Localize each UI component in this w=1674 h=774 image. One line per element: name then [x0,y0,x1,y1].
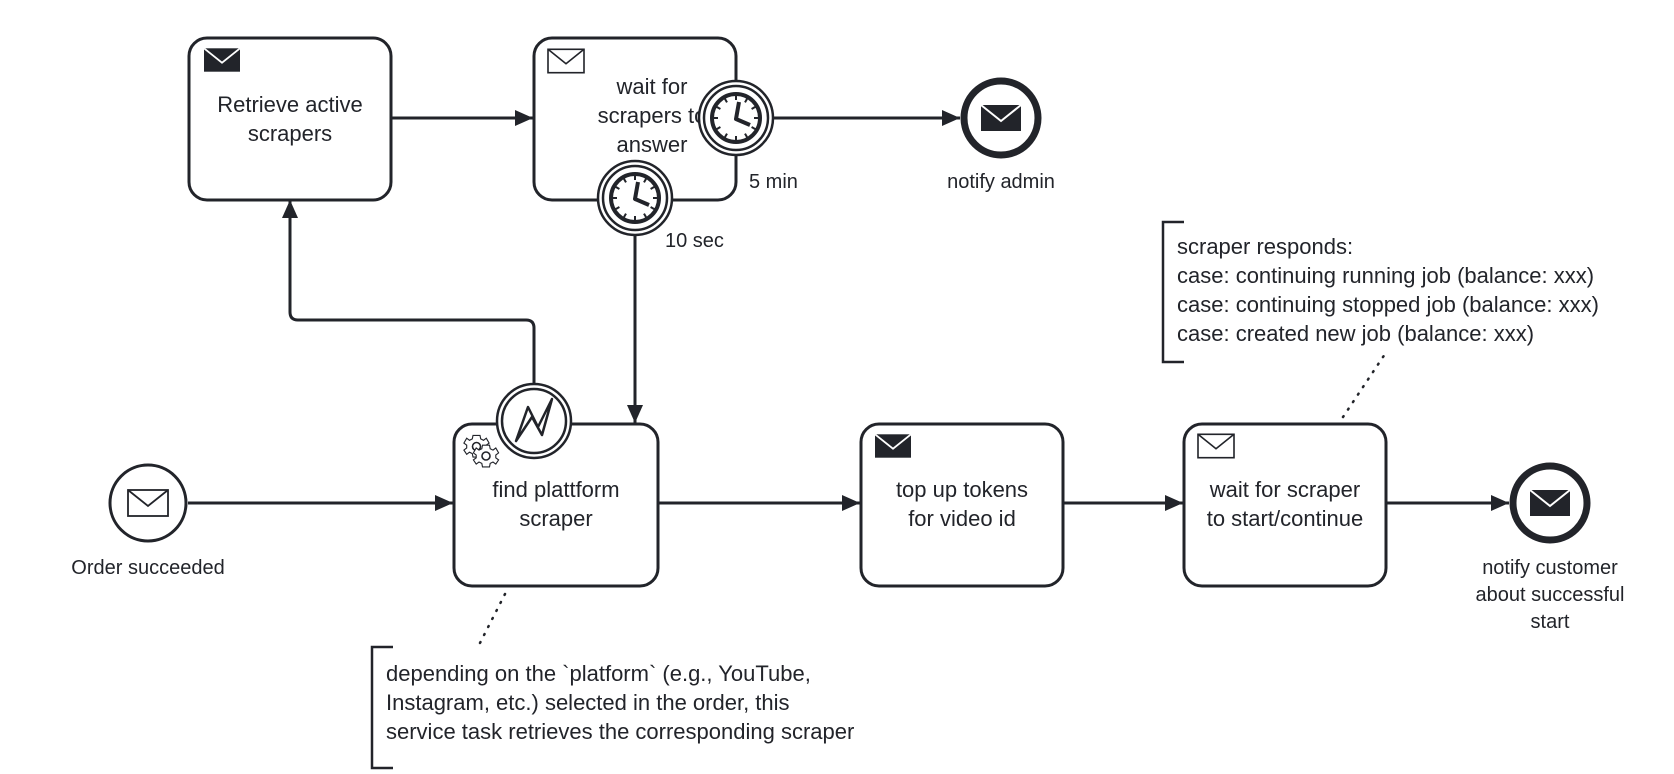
task-label-line: answer [617,132,688,157]
clock-icon [697,79,775,157]
annotation-line: depending on the `platform` (e.g., YouTu… [386,661,811,686]
lightning-icon [514,397,554,443]
task-wait-for-scraper-start[interactable]: wait for scraper to start/continue [1182,422,1388,588]
send-envelope-icon [874,433,912,459]
envelope-filled-icon [1529,489,1571,517]
send-envelope-icon [203,47,241,73]
task-label-line: Retrieve active [217,92,363,117]
boundary-error-event[interactable] [495,382,573,460]
boundary-timer-5min[interactable] [697,79,775,157]
task-label-line: wait for [616,74,688,99]
task-label-line: scrapers to [598,103,707,128]
start-event-label: Order succeeded [71,557,224,579]
task-find-platform-scraper[interactable]: find plattform scraper [452,422,660,588]
flow-error-to-retrieve[interactable] [282,200,536,385]
task-top-up-tokens[interactable]: top up tokens for video id [859,422,1065,588]
annotation-line: Instagram, etc.) selected in the order, … [386,690,790,715]
envelope-icon [127,489,169,517]
notify-admin-label: notify admin [947,171,1055,193]
timer-5min-label: 5 min [749,171,798,193]
association-scraper-responds [1341,352,1387,419]
end-event-notify-admin[interactable] [960,77,1042,159]
task-label-line: scraper [519,506,592,531]
start-event[interactable] [108,463,188,543]
annotation-line: case: continuing running job (balance: x… [1177,263,1594,288]
svg-text:depending on the `platform` (e: depending on the `platform` (e.g., YouTu… [386,661,854,744]
receive-envelope-icon [547,48,585,74]
task-wait-for-scrapers[interactable]: wait for scrapers to answer [532,36,738,202]
task-label-line: scrapers [248,121,332,146]
annotation-scraper-responds: scraper responds: case: continuing runnin… [1161,220,1599,364]
annotation-line: case: continuing stopped job (balance: x… [1177,292,1599,317]
annotation-line: service task retrieves the corresponding… [386,719,854,744]
annotation-line: scraper responds: [1177,234,1353,259]
boundary-timer-10sec[interactable] [596,159,674,237]
task-label-line: top up tokens [896,477,1028,502]
annotation-platform-note: depending on the `platform` (e.g., YouTu… [370,645,854,770]
sequence-flows [188,110,1509,511]
association-platform-note [478,592,507,645]
task-retrieve-active-scrapers[interactable]: Retrieve active scrapers [187,36,393,202]
task-label-line: for video id [908,506,1016,531]
annotation-line: case: created new job (balance: xxx) [1177,321,1534,346]
receive-envelope-icon [1197,433,1235,459]
svg-text:scraper responds:case: continu: scraper responds: case: continuing runnin… [1177,234,1599,346]
task-label-line: wait for scraper [1209,477,1360,502]
task-label-line: find plattform [492,477,619,502]
end-event-notify-customer[interactable] [1509,462,1591,544]
envelope-filled-icon [980,104,1022,132]
gear-icon [463,434,500,468]
timer-10sec-label: 10 sec [665,230,724,252]
task-label-line: to start/continue [1207,506,1364,531]
clock-icon [596,159,674,237]
